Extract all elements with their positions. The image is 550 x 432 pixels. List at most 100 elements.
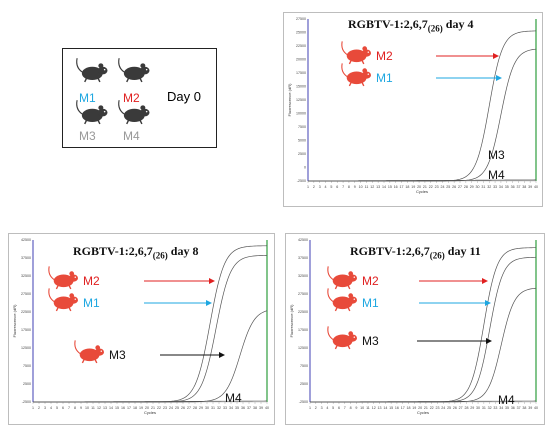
x-tick-label: 2 — [315, 406, 317, 410]
x-tick-label: 32 — [487, 185, 491, 189]
x-tick-label: 25 — [446, 185, 450, 189]
mouse-m3-icon — [74, 340, 104, 364]
x-tick-label: 19 — [412, 406, 416, 410]
x-tick-label: 9 — [80, 406, 82, 410]
x-tick-label: 13 — [376, 185, 380, 189]
mouse-m1-icon — [341, 63, 371, 87]
x-tick-label: 35 — [505, 406, 509, 410]
x-axis-label: Cycles — [144, 410, 156, 415]
y-tick-label: 42500 — [298, 238, 308, 242]
x-tick-label: 31 — [482, 406, 486, 410]
y-tick-label: 5000 — [298, 139, 306, 143]
x-tick-label: 11 — [365, 185, 369, 189]
x-tick-label: 14 — [383, 406, 387, 410]
x-tick-label: 34 — [499, 406, 503, 410]
mouse-m1-icon — [48, 288, 78, 312]
x-tick-label: 8 — [350, 406, 352, 410]
series-label-m3: M3 — [488, 148, 505, 162]
series-label-m4: M4 — [498, 393, 515, 407]
curve-m4 — [32, 400, 267, 403]
x-tick-label: 17 — [127, 406, 131, 410]
x-tick-label: 29 — [470, 185, 474, 189]
y-tick-label: 27500 — [298, 292, 308, 296]
x-tick-label: 40 — [534, 185, 538, 189]
x-tick-label: 36 — [511, 406, 515, 410]
x-tick-label: 32 — [217, 406, 221, 410]
x-tick-label: 37 — [247, 406, 251, 410]
x-tick-label: 10 — [359, 185, 363, 189]
x-tick-label: 24 — [169, 406, 173, 410]
x-tick-label: 26 — [452, 185, 456, 189]
arrow-head-m1 — [496, 75, 502, 81]
chart-title-main: RGBTV-1:2,6,7 — [73, 244, 153, 258]
x-tick-label: 32 — [488, 406, 492, 410]
legend-m4-label: M4 — [123, 129, 140, 143]
x-tick-label: 21 — [423, 185, 427, 189]
y-tick-label: 7500 — [300, 364, 308, 368]
x-tick-label: 35 — [235, 406, 239, 410]
chart-title: RGBTV-1:2,6,7(26) day 4 — [348, 17, 473, 33]
y-tick-label: 27500 — [296, 17, 306, 21]
mouse-m4-icon — [118, 100, 150, 125]
x-tick-label: 5 — [330, 185, 332, 189]
x-tick-label: 29 — [199, 406, 203, 410]
y-tick-label: 2500 — [23, 382, 31, 386]
chart-title-sub: (26) — [429, 250, 445, 261]
legend-m3-label: M3 — [79, 129, 96, 143]
x-tick-label: 6 — [336, 185, 338, 189]
series-label-m3: M3 — [109, 348, 126, 362]
x-tick-label: 7 — [344, 406, 346, 410]
arrow-head-m2 — [482, 278, 488, 284]
chart-title-day: day 11 — [444, 244, 481, 258]
x-tick-label: 11 — [366, 406, 370, 410]
series-label-m3: M3 — [362, 334, 379, 348]
y-tick-label: -2500 — [297, 179, 306, 183]
x-tick-label: 33 — [493, 185, 497, 189]
mouse-m2-icon — [341, 41, 371, 65]
x-tick-label: 28 — [193, 406, 197, 410]
x-tick-label: 24 — [440, 185, 444, 189]
x-tick-label: 29 — [470, 406, 474, 410]
y-tick-label: 2500 — [298, 152, 306, 156]
mouse-m2-icon — [327, 266, 357, 290]
x-tick-label: 34 — [229, 406, 233, 410]
y-tick-label: 17500 — [296, 71, 306, 75]
x-tick-label: 15 — [389, 406, 393, 410]
y-tick-label: 15000 — [296, 85, 306, 89]
x-tick-label: 31 — [481, 185, 485, 189]
x-tick-label: 12 — [97, 406, 101, 410]
x-tick-label: 18 — [133, 406, 137, 410]
x-tick-label: 26 — [181, 406, 185, 410]
x-tick-label: 38 — [522, 406, 526, 410]
y-tick-label: 7500 — [298, 125, 306, 129]
y-tick-label: 12500 — [296, 98, 306, 102]
x-tick-label: 22 — [430, 406, 434, 410]
x-tick-label: 4 — [50, 406, 52, 410]
x-tick-label: 3 — [319, 185, 321, 189]
x-tick-label: 28 — [464, 406, 468, 410]
x-tick-label: 5 — [56, 406, 58, 410]
x-tick-label: 1 — [32, 406, 34, 410]
x-tick-label: 10 — [85, 406, 89, 410]
x-tick-label: 9 — [355, 406, 357, 410]
chart-title-sub: (26) — [152, 250, 168, 261]
x-tick-label: 1 — [307, 185, 309, 189]
x-tick-label: 1 — [309, 406, 311, 410]
x-tick-label: 18 — [407, 406, 411, 410]
mouse-m3-icon — [76, 100, 108, 125]
mouse-m2-icon — [118, 58, 150, 83]
x-tick-label: 9 — [354, 185, 356, 189]
y-tick-label: 20000 — [296, 58, 306, 62]
y-tick-label: -2500 — [22, 400, 31, 404]
x-tick-label: 8 — [74, 406, 76, 410]
x-tick-label: 18 — [405, 185, 409, 189]
x-tick-label: 3 — [44, 406, 46, 410]
x-tick-label: 36 — [241, 406, 245, 410]
arrow-head-m1 — [206, 300, 212, 306]
y-tick-label: 0 — [304, 166, 306, 170]
x-tick-label: 27 — [187, 406, 191, 410]
arrow-head-m2 — [493, 53, 499, 59]
x-tick-label: 22 — [157, 406, 161, 410]
chart-title-main: RGBTV-1:2,6,7 — [350, 244, 430, 258]
x-tick-label: 4 — [325, 185, 327, 189]
